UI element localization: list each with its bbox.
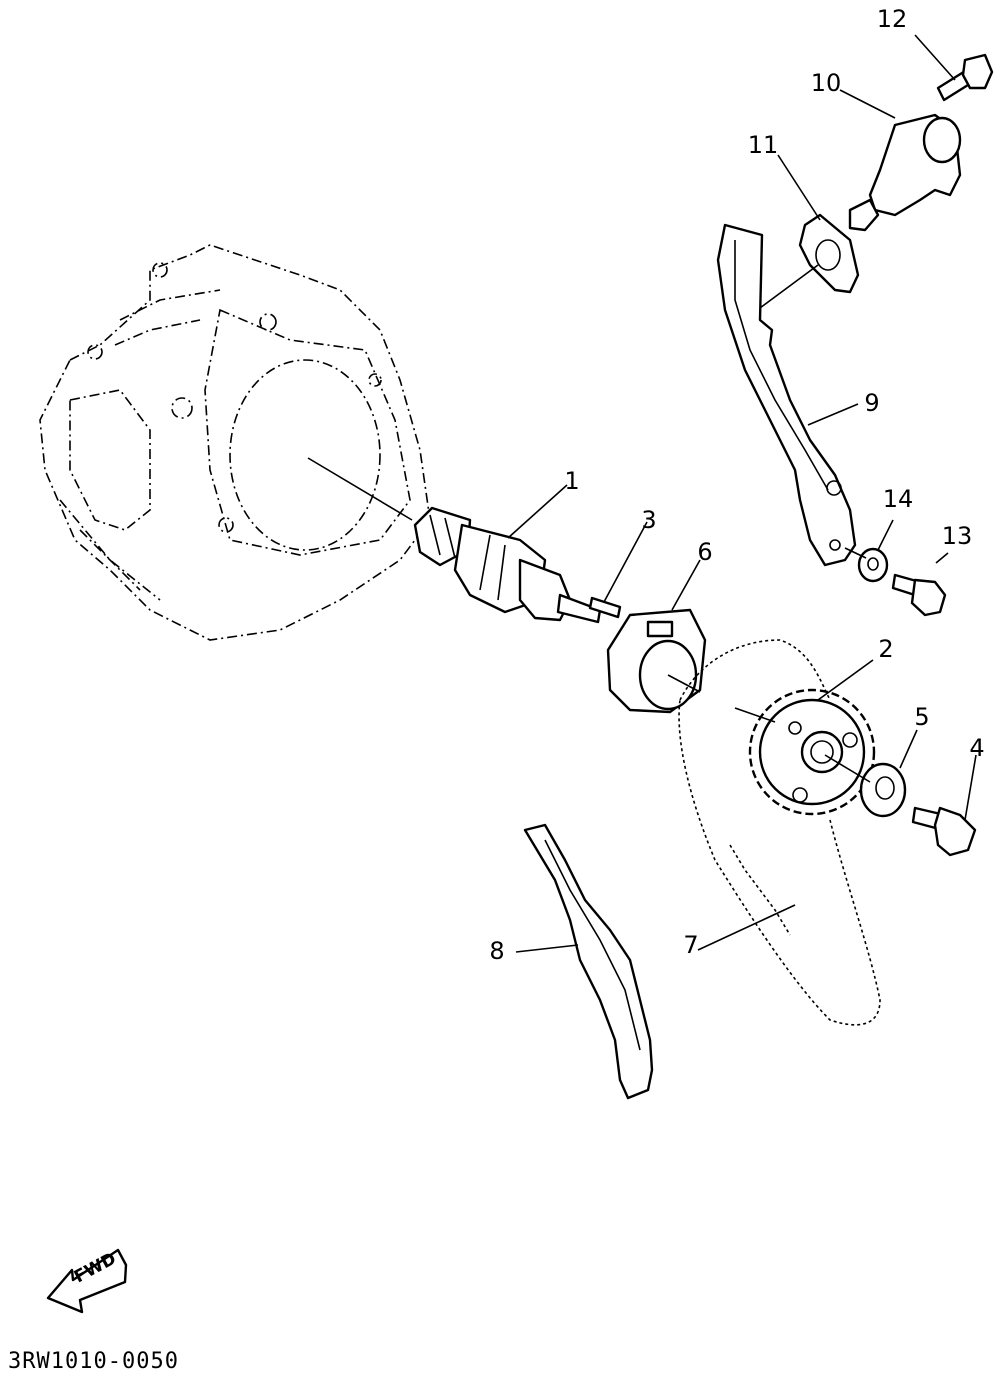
callout-13: 13	[942, 522, 973, 550]
callout-3: 3	[641, 506, 656, 534]
tensioner-guide	[716, 223, 857, 567]
chain-guide	[523, 823, 654, 1100]
callout-5: 5	[914, 703, 929, 731]
callout-labels: 1 2 3 4 5 6 7 8 9 10 11 12 13 14	[489, 5, 984, 965]
guide-washer	[857, 547, 889, 583]
cam-sprocket	[748, 688, 876, 816]
callout-9: 9	[864, 389, 879, 417]
callout-10: 10	[811, 69, 842, 97]
callout-12: 12	[877, 5, 908, 33]
camshaft	[413, 506, 602, 624]
tensioner-assembly	[848, 113, 962, 232]
cylinder-head-outline	[39, 244, 431, 641]
sprocket-bolt	[911, 806, 977, 857]
cam-sleeve	[606, 608, 707, 714]
fwd-arrow: FWD	[46, 1248, 128, 1314]
dowel-pin	[588, 596, 622, 619]
timing-chain	[678, 639, 881, 1026]
callout-11: 11	[748, 131, 779, 159]
callout-14: 14	[883, 485, 914, 513]
callout-8: 8	[489, 937, 504, 965]
callout-4: 4	[969, 734, 984, 762]
callout-6: 6	[697, 538, 712, 566]
diagram-code: 3RW1010-0050	[8, 1349, 179, 1374]
leader-lines	[307, 34, 977, 953]
callout-2: 2	[878, 635, 893, 663]
callout-1: 1	[564, 467, 579, 495]
guide-bolt	[891, 573, 947, 617]
callout-7: 7	[683, 931, 698, 959]
tensioner-bolt	[936, 53, 994, 102]
tensioner-gasket	[798, 213, 860, 294]
washer	[859, 762, 907, 818]
